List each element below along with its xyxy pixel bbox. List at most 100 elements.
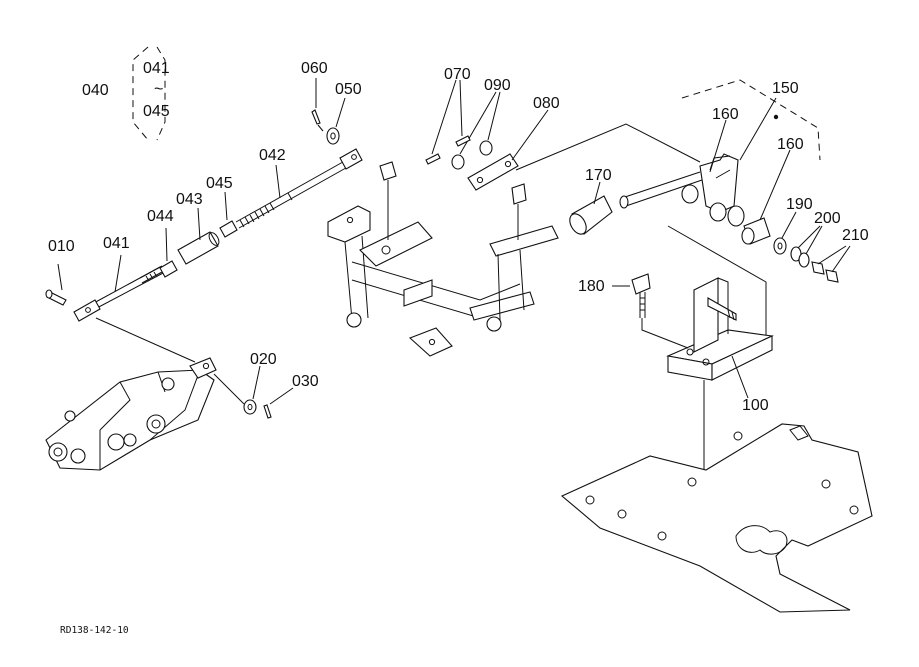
washer-080a — [451, 154, 465, 170]
valve-port-4 — [146, 414, 166, 434]
control-valve-block — [45, 357, 217, 471]
link-line-bolt-bracket — [641, 318, 689, 349]
leader-190 — [781, 211, 797, 239]
frame-boss-left — [346, 312, 362, 328]
callout-190: 190 — [786, 196, 813, 213]
frame-top-plate — [327, 205, 371, 243]
bolt-180-shank — [639, 292, 646, 318]
lever-150 — [619, 153, 739, 222]
leader-080 — [459, 91, 501, 155]
callout-045-range: 045 — [143, 103, 170, 120]
floor-plate-cutout — [735, 525, 788, 555]
pivot-pin-b — [511, 183, 527, 205]
rod-thread — [139, 266, 163, 284]
valve-spool-end — [189, 357, 217, 379]
leader-100 — [731, 355, 749, 399]
callout-041: 041 — [103, 235, 130, 252]
callout-060: 060 — [301, 60, 328, 77]
callout-170: 170 — [585, 167, 612, 184]
leader-090 — [431, 79, 463, 155]
pin-030 — [263, 404, 272, 419]
leader-210 — [817, 245, 851, 273]
bracket-upright — [693, 277, 719, 353]
lever-tip — [619, 195, 629, 209]
leader-042 — [275, 164, 281, 199]
valve-port-3 — [107, 433, 125, 451]
pin-090b — [455, 135, 471, 147]
pin-010 — [45, 289, 67, 306]
callout-080: 090 — [484, 77, 511, 94]
pivot-pin-a — [379, 161, 397, 181]
lever-hub — [699, 153, 739, 213]
drawing-code: RD138-142-10 — [60, 625, 129, 636]
callout-010: 010 — [48, 238, 75, 255]
callout-210: 210 — [842, 227, 869, 244]
turnbuckle-043 — [177, 231, 219, 265]
callout-030: 030 — [292, 373, 319, 390]
callout-200: 200 — [814, 210, 841, 227]
nut-045 — [219, 220, 238, 238]
rod-assembly — [73, 148, 363, 322]
washer-080b — [479, 140, 493, 156]
callout-100: 100 — [742, 397, 769, 414]
leader-200 — [797, 225, 823, 255]
lever-boss — [681, 184, 699, 204]
leader-043 — [197, 207, 201, 241]
callout-043: 043 — [176, 191, 203, 208]
rod-clevis — [73, 299, 101, 322]
nut-044 — [159, 260, 178, 278]
split-pin-060 — [311, 109, 324, 132]
group-bracket-150 — [681, 79, 821, 161]
frame-link-plate — [359, 221, 433, 267]
leader-070 — [511, 109, 549, 161]
callout-180: 180 — [578, 278, 605, 295]
callout-020: 020 — [250, 351, 277, 368]
leader-020 — [252, 365, 261, 400]
valve-port-1 — [48, 442, 68, 462]
leader-041 — [114, 254, 122, 293]
leader-010 — [57, 263, 63, 291]
callout-050: 050 — [335, 81, 362, 98]
frame-boss-right — [486, 316, 502, 332]
callout-045: 045 — [206, 175, 233, 192]
rod-042-thread — [239, 192, 293, 228]
callout-044: 044 — [147, 208, 174, 225]
leader-170 — [593, 181, 601, 205]
callout-160b: 160 — [777, 136, 804, 153]
leader-050 — [335, 97, 346, 128]
callout-150: 150 — [772, 80, 799, 97]
leader-160b — [759, 149, 791, 221]
bushing-160a — [727, 205, 745, 227]
washer-190 — [773, 237, 787, 255]
lever-arm — [621, 171, 703, 207]
group-bracket-left — [132, 46, 149, 141]
lever-bracket-frame — [327, 161, 559, 357]
frame-foot-plate — [408, 327, 453, 357]
leader-160a — [709, 119, 727, 173]
turnbuckle-end — [208, 232, 220, 246]
link-line-lever-bracket — [667, 225, 767, 336]
leader-044 — [165, 227, 168, 262]
washer-200b — [798, 252, 810, 268]
valve-port-2 — [70, 448, 86, 464]
callout-042: 042 — [259, 147, 286, 164]
leader-150 — [739, 97, 777, 161]
washer-050 — [326, 127, 340, 145]
bracket-100 — [666, 277, 774, 381]
frame-upper-arm — [489, 225, 559, 257]
link-line-valve-washer — [213, 373, 245, 405]
range-tilde: ~ — [154, 81, 163, 98]
callout-040: 040 — [82, 82, 109, 99]
rod-042-end — [339, 148, 363, 170]
leader-150-dot — [773, 114, 779, 120]
pin-090a — [425, 153, 441, 165]
floor-plate-outline — [560, 423, 873, 613]
rod-042-end-hole — [351, 154, 357, 160]
callout-090: 070 — [444, 66, 471, 83]
washer-020 — [243, 399, 257, 415]
clevis-hole — [85, 307, 91, 313]
valve-body — [45, 369, 215, 471]
group-bracket-right — [156, 46, 166, 141]
callout-070: 080 — [533, 95, 560, 112]
